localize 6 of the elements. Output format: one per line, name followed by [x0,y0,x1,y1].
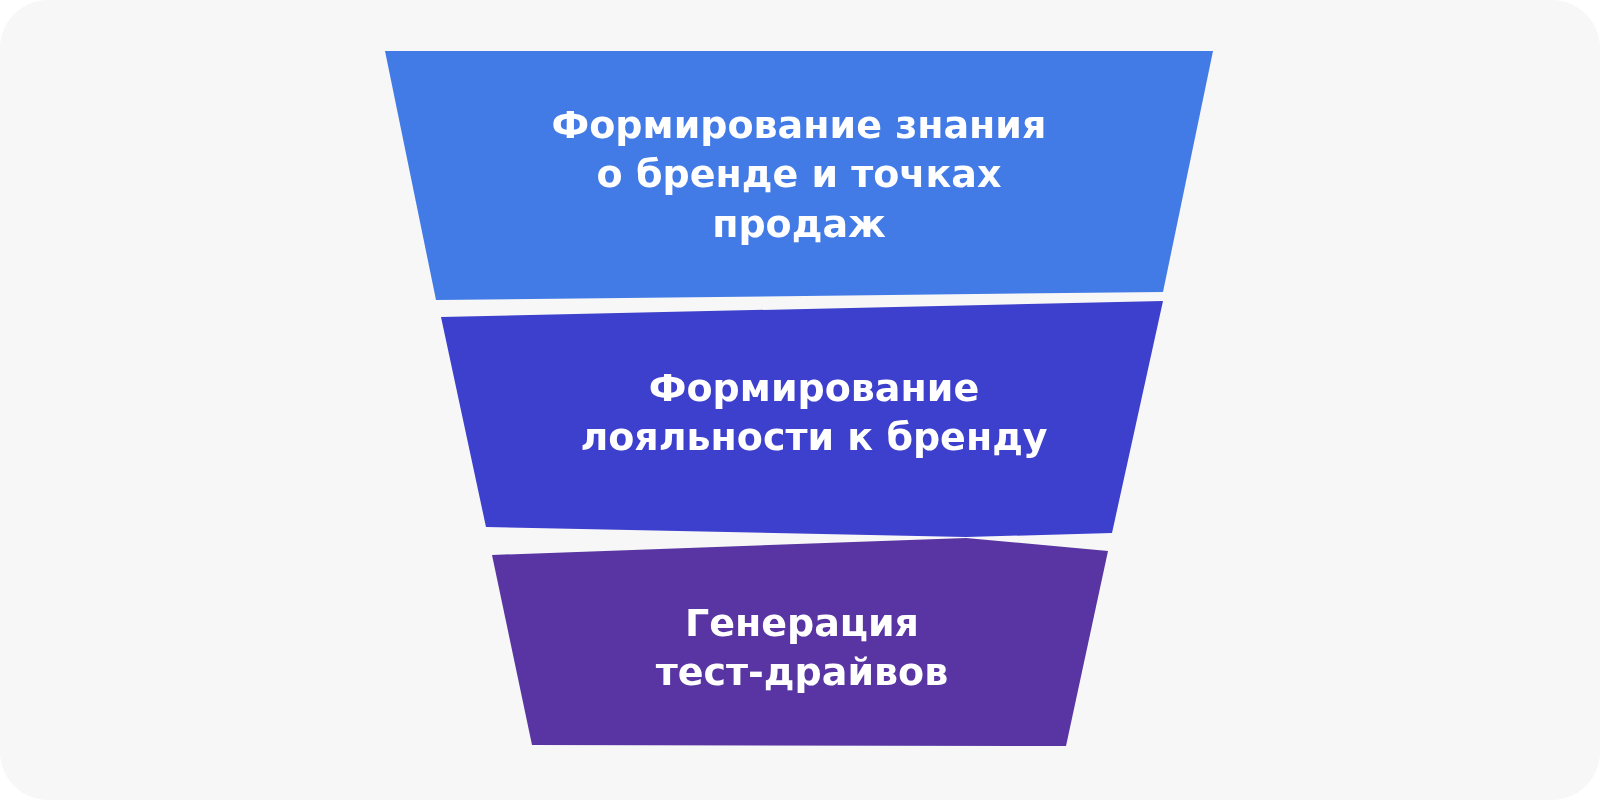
segment-label: Формирование знания о бренде и точках продаж [550,101,1048,248]
segment-label: Генерация тест-драйвов [654,599,950,696]
funnel-segment [492,538,1108,746]
funnel-segment [441,301,1163,537]
segment-label: Формирование лояльности к бренду [579,364,1049,461]
funnel-segment [385,51,1213,300]
